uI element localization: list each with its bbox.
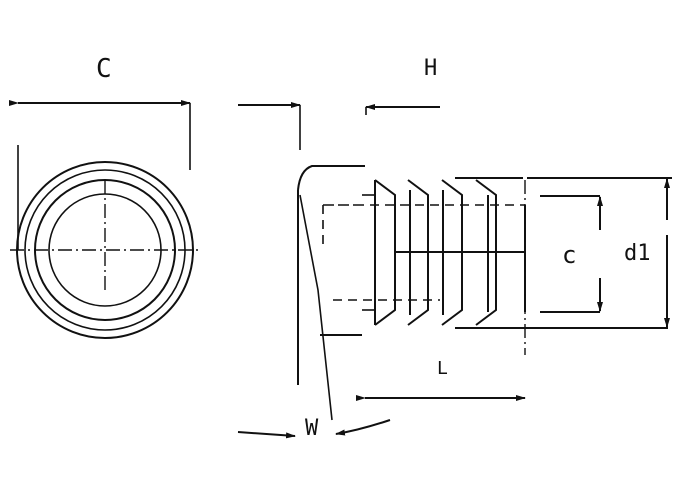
side-view	[297, 165, 526, 421]
front-view	[10, 161, 198, 339]
dimension-H	[238, 102, 440, 150]
dimension-d1	[455, 177, 672, 355]
label-W: W	[305, 416, 319, 441]
dimension-C	[9, 100, 191, 250]
dimension-W	[237, 419, 391, 439]
label-c: c	[562, 241, 577, 269]
label-H: H	[424, 56, 438, 81]
label-L: L	[437, 358, 448, 379]
dimension-c	[540, 195, 603, 313]
label-C: C	[96, 54, 112, 84]
label-d1: d1	[624, 241, 651, 266]
